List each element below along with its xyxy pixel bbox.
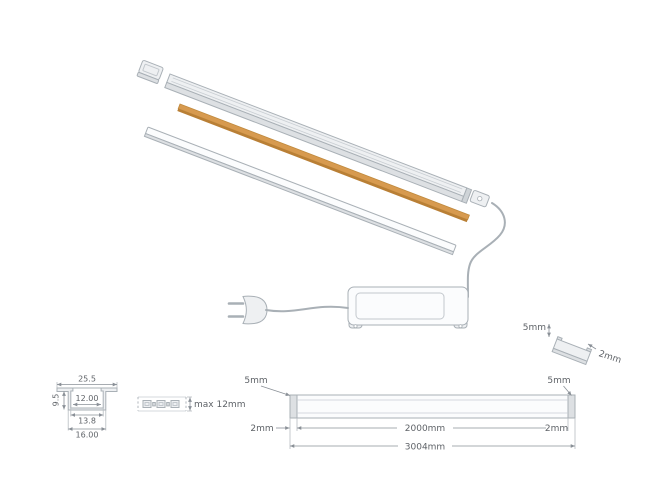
front-endcap-right (567, 394, 576, 419)
led-chip-die (158, 402, 164, 406)
profile-channel-line (171, 81, 461, 193)
opening-width-label: 12.00 (76, 394, 99, 403)
power-supply-body (347, 286, 469, 326)
cross-section-view: 25.5 9.5 12.00 13.8 16.00 (52, 375, 118, 440)
diffuser-top-face (145, 126, 457, 253)
clip-thickness-leader (587, 343, 597, 350)
profile-end-face (461, 187, 473, 204)
led-chip-die (172, 402, 178, 406)
label-backing (398, 440, 452, 452)
led-strip-side (177, 108, 468, 223)
led-chip (156, 400, 166, 408)
plug-body (242, 295, 268, 325)
clip-thickness-label: 2mm (597, 349, 622, 366)
right-endcap-label: 5mm (547, 376, 570, 386)
assembled-profile-bar (289, 394, 576, 419)
profile-side-face (164, 81, 465, 203)
clip-detail: 5mm 2mm (523, 323, 623, 366)
power-supply (347, 286, 469, 329)
top-width-label: 25.5 (78, 375, 96, 384)
label-backing (397, 422, 453, 434)
diffuser-side-face (143, 132, 455, 256)
end-cap-right (469, 190, 490, 208)
led-strip-top-view: max 12mm (137, 396, 245, 412)
resistor (152, 402, 156, 407)
aluminum-profile (164, 73, 473, 204)
end-cap-left-detail (142, 63, 160, 77)
front-endcap-left (289, 394, 298, 419)
total-length-label: 3004mm (405, 443, 445, 453)
inner-width-label: 13.8 (78, 417, 96, 426)
left-endcap-label: 5mm (244, 376, 267, 386)
led-chip-die (144, 402, 150, 406)
led-strip (177, 103, 470, 223)
right-endcap-leader (563, 385, 572, 396)
front-view: 5mm 5mm 2000mm 2mm 2mm 3004mm (244, 376, 576, 453)
left-endcap-leader (260, 385, 291, 396)
screw-hole-left (353, 324, 358, 329)
height-label: 9.5 (52, 394, 61, 407)
diffuser-cover (143, 126, 457, 256)
profile-length-label: 2000mm (405, 424, 445, 434)
left-gap-label: 2mm (250, 424, 273, 434)
strip-max-width-label: max 12mm (194, 400, 245, 410)
power-supply-label-area (355, 292, 445, 320)
output-cable (466, 202, 506, 298)
eu-plug (227, 295, 268, 325)
base-width-label: 16.00 (76, 431, 99, 440)
end-cap-left-side (136, 71, 160, 84)
label-backing (546, 422, 567, 433)
end-cap-left (136, 60, 164, 84)
exploded-view (136, 60, 506, 329)
profile-top-face (166, 73, 468, 198)
clip-height-label: 5mm (523, 323, 546, 333)
mounting-clip (551, 336, 593, 366)
mains-cable (265, 305, 349, 313)
cable-grommet (477, 196, 483, 202)
right-gap-label: 2mm (545, 424, 568, 434)
resistor (166, 402, 170, 407)
screw-hole-right (458, 324, 463, 329)
led-chip (170, 400, 180, 408)
clip-side (551, 347, 588, 366)
profile-channel-line (172, 77, 463, 190)
led-chip (142, 400, 152, 408)
